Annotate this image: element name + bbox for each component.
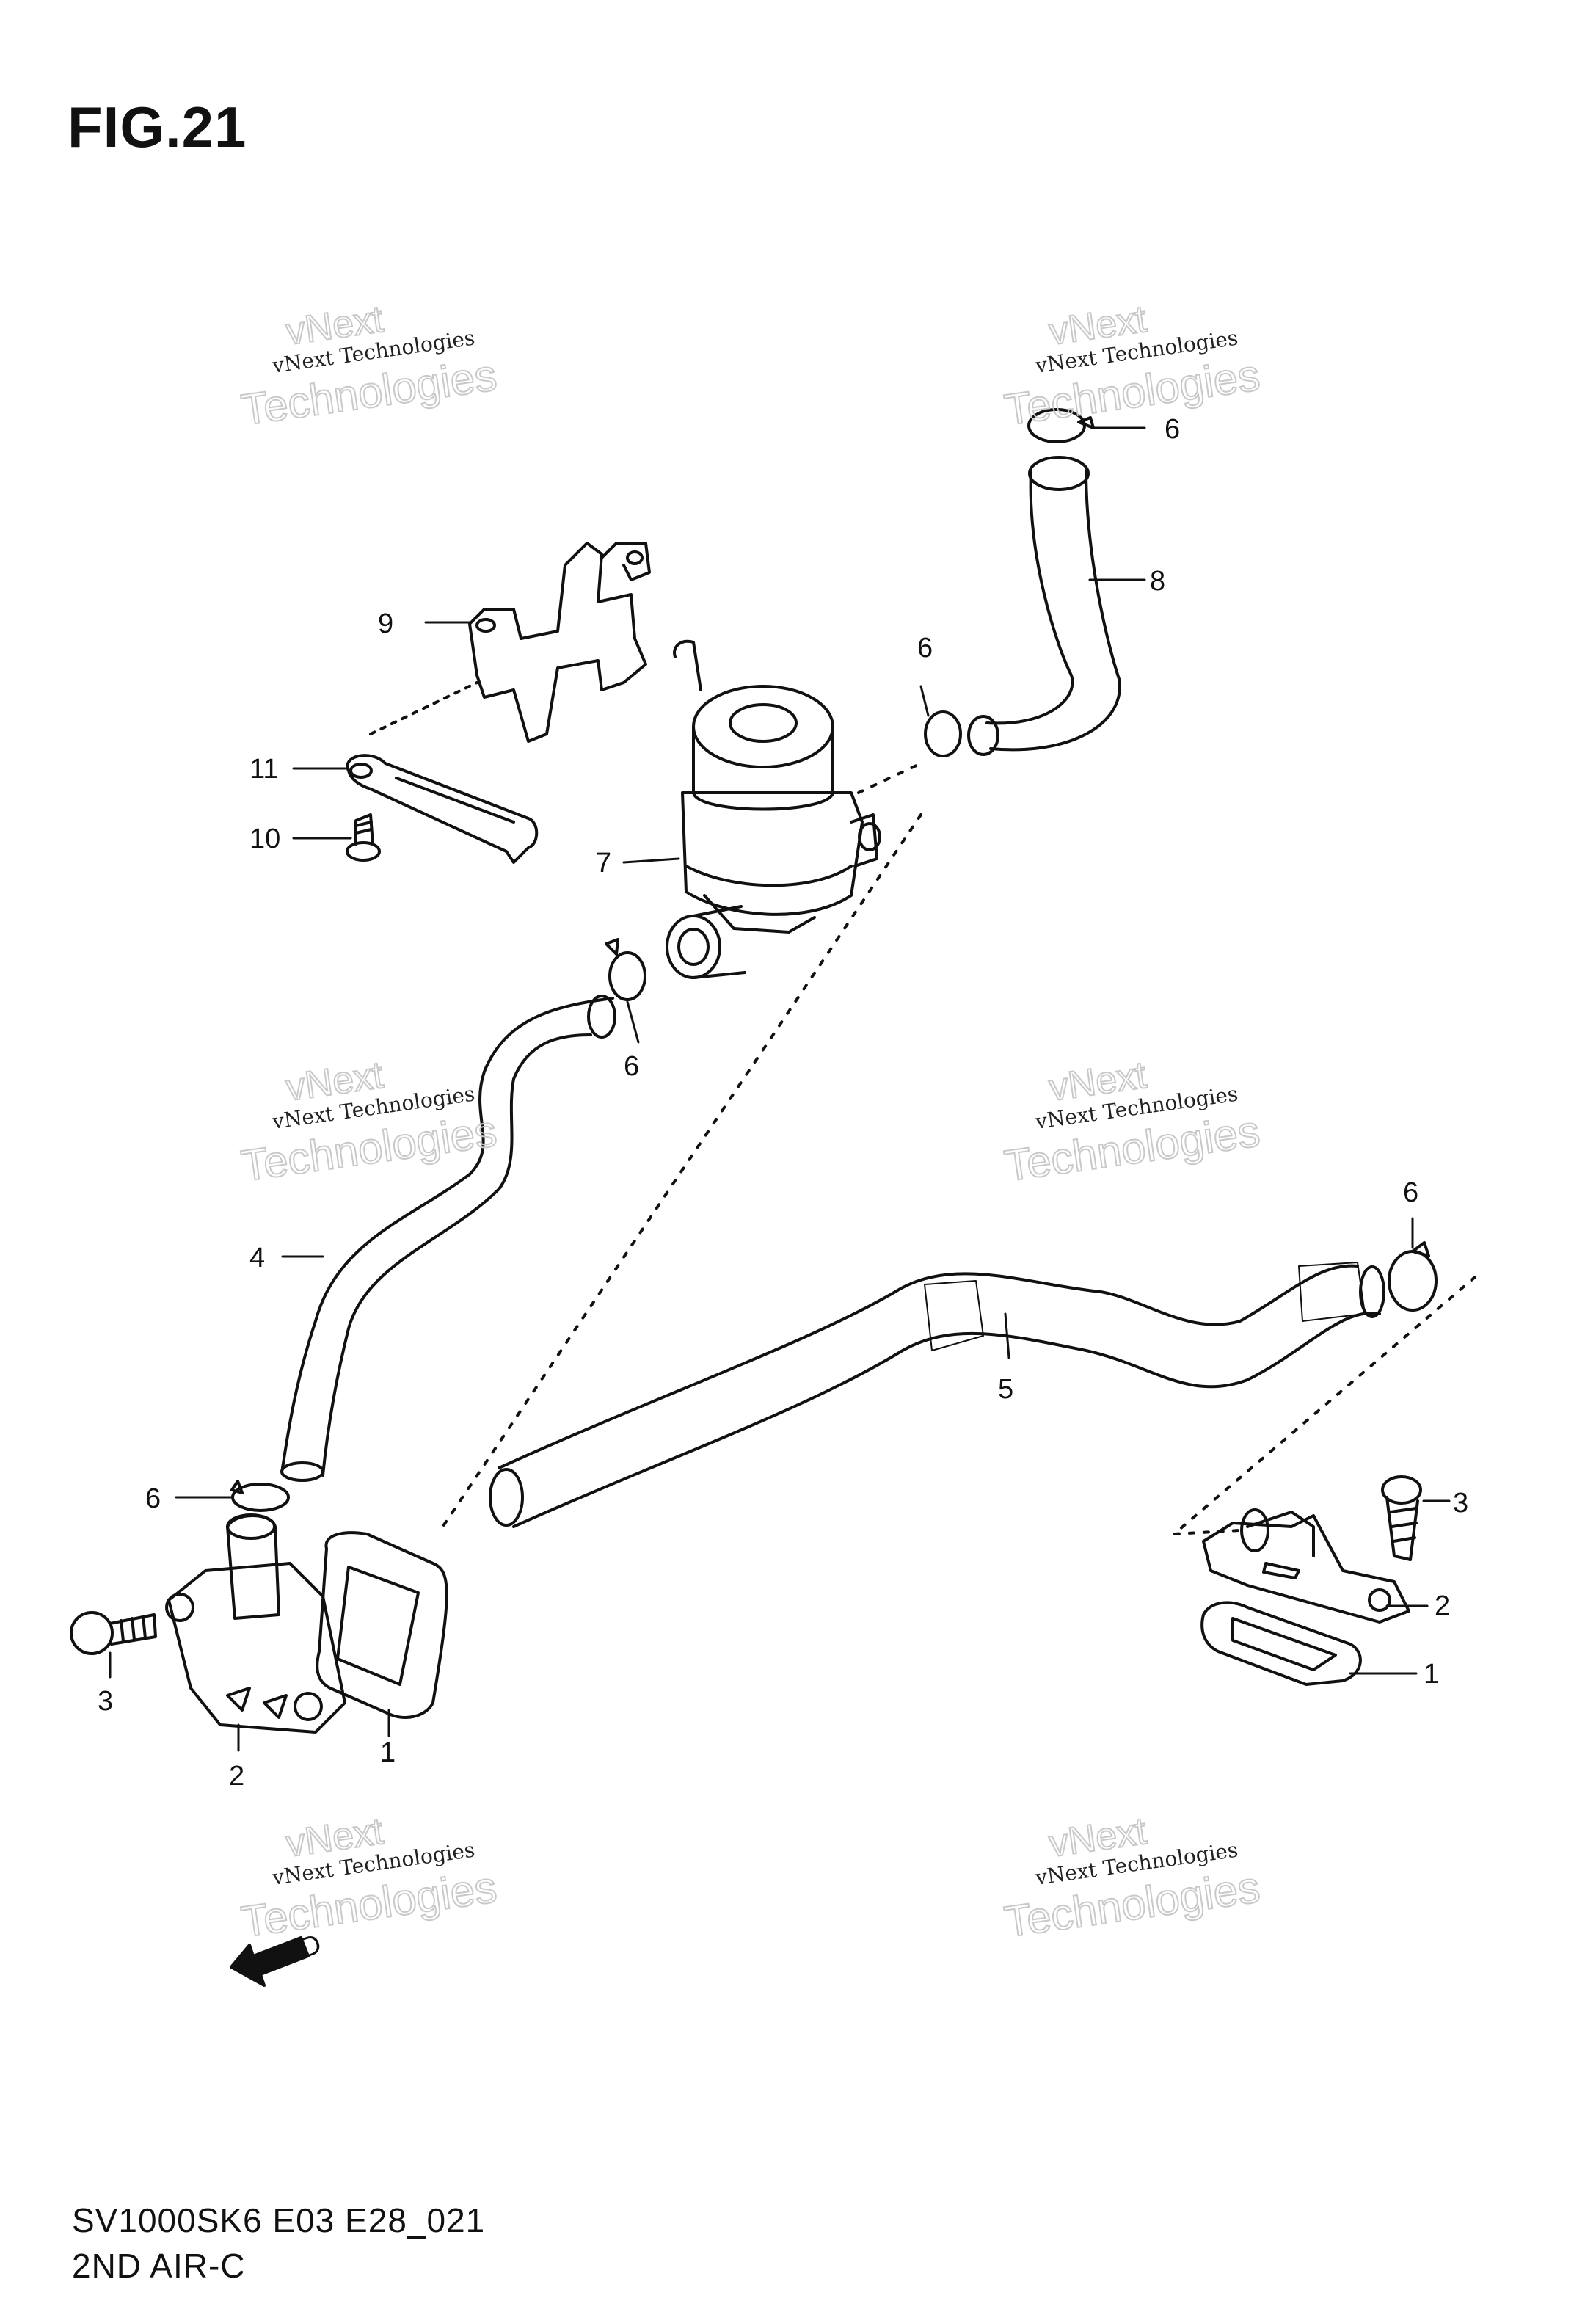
reed-cover-2-right — [1202, 1508, 1410, 1624]
clamp-6-valve-outlet — [924, 710, 962, 757]
callout-11: 11 — [249, 754, 278, 785]
callout-7: 7 — [596, 848, 611, 879]
callout-1: 1 — [1424, 1659, 1439, 1690]
routing-dash-segment-a — [857, 762, 922, 794]
reed-cover-2-left — [165, 1513, 346, 1734]
fwd-arrow-icon — [230, 1936, 310, 1987]
model-code: SV1000SK6 E03 E28_021 — [72, 2201, 486, 2239]
callout-2: 2 — [1435, 1591, 1450, 1621]
clamp-6-valve-inlet — [605, 938, 646, 1001]
callout-10: 10 — [249, 824, 280, 854]
watermark-mid-right: vNext vNext Technologies Technologies — [1001, 1053, 1264, 1191]
clamp-6-left — [230, 1480, 290, 1512]
callout-4: 4 — [249, 1243, 265, 1273]
bracket-9 — [468, 542, 651, 743]
callout-9: 9 — [378, 608, 393, 639]
callout-3: 3 — [98, 1686, 113, 1717]
screw-10 — [346, 813, 381, 862]
leader-lines — [109, 426, 1451, 1752]
valve-7 — [666, 639, 881, 979]
callout-5: 5 — [998, 1374, 1013, 1405]
callout-1: 1 — [380, 1737, 396, 1768]
watermark-bottom-left: vNext vNext Technologies Technologies — [238, 1809, 500, 1947]
callout-6: 6 — [1165, 414, 1180, 445]
plate-11 — [346, 754, 539, 864]
clamp-6-top — [1027, 408, 1095, 443]
bolt-3-right — [1381, 1475, 1422, 1561]
gasket-1-right — [1200, 1601, 1362, 1686]
watermark-bottom-right: vNext vNext Technologies Technologies — [1001, 1809, 1264, 1947]
watermark-mid-left: vNext vNext Technologies Technologies — [238, 1053, 500, 1191]
callout-8: 8 — [1150, 566, 1165, 597]
figure-title: FIG.21 — [68, 95, 247, 159]
watermark-top-right: vNext vNext Technologies Technologies — [1001, 297, 1264, 435]
routing-dash-triangle-left — [439, 813, 922, 1532]
callout-3: 3 — [1453, 1488, 1468, 1519]
hose-5 — [489, 1262, 1385, 1528]
section-name: 2ND AIR-C — [72, 2247, 246, 2285]
callout-6: 6 — [624, 1051, 639, 1082]
callout-6: 6 — [917, 633, 933, 664]
hose-4 — [280, 995, 616, 1482]
callout-6: 6 — [145, 1483, 161, 1514]
callout-6: 6 — [1403, 1177, 1418, 1208]
bracket-9-guide-line — [369, 681, 478, 735]
gasket-1-left — [316, 1531, 448, 1719]
watermark-top-left: vNext vNext Technologies Technologies — [238, 297, 500, 435]
hose-8 — [967, 456, 1121, 756]
callout-2: 2 — [229, 1761, 244, 1792]
clamp-6-right — [1388, 1241, 1438, 1312]
routing-dash-triangle-right — [1173, 1276, 1476, 1535]
bolt-3-left — [70, 1611, 157, 1655]
